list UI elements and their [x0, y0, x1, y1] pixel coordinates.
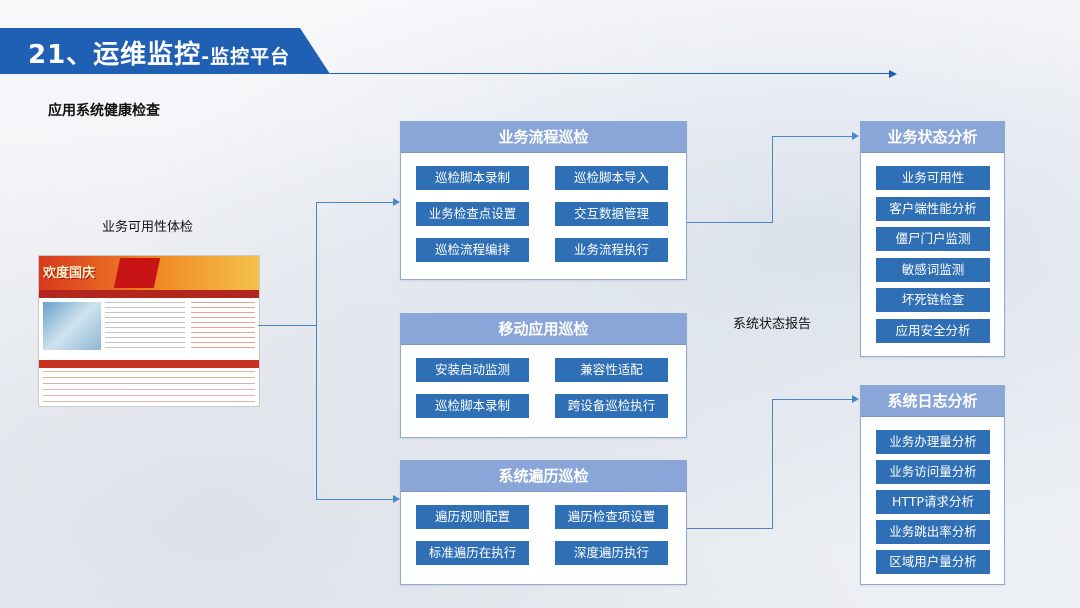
- connector-left-trunk: [316, 202, 317, 499]
- left-label: 业务可用性体检: [102, 220, 194, 235]
- connector-to-log: [772, 399, 852, 400]
- button-checkpoint-setting[interactable]: 业务检查点设置: [416, 202, 529, 226]
- button-zombie-portal[interactable]: 僵尸门户监测: [876, 227, 990, 251]
- arrow-icon: [852, 395, 859, 403]
- thumbnail-list: [43, 371, 255, 403]
- arrow-icon: [393, 495, 400, 503]
- button-visit-volume[interactable]: 业务访问量分析: [876, 460, 990, 484]
- arrow-icon: [393, 198, 400, 206]
- button-deep-traversal[interactable]: 深度遍历执行: [555, 541, 668, 565]
- button-mobile-script-record[interactable]: 巡检脚本录制: [416, 394, 529, 418]
- thumbnail-tabbar: [39, 360, 259, 368]
- connector-to-status: [772, 136, 852, 137]
- title-banner: 21、运维监控-监控平台: [0, 28, 330, 74]
- thumbnail-body: [43, 302, 255, 358]
- button-install-monitor[interactable]: 安装启动监测: [416, 358, 529, 382]
- panel-mobile: 移动应用巡检 安装启动监测 兼容性适配 巡检脚本录制 跨设备巡检执行: [400, 313, 687, 438]
- button-bounce-rate[interactable]: 业务跳出率分析: [876, 520, 990, 544]
- button-availability[interactable]: 业务可用性: [876, 166, 990, 190]
- panel-title: 系统日志分析: [861, 386, 1004, 417]
- button-sensitive-words[interactable]: 敏感词监测: [876, 258, 990, 282]
- flag-icon: [113, 258, 161, 288]
- connector-to-traversal: [316, 499, 393, 500]
- button-data-management[interactable]: 交互数据管理: [555, 202, 668, 226]
- panel-status-analysis: 业务状态分析 业务可用性 客户端性能分析 僵尸门户监测 敏感词监测 坏死链检查 …: [860, 121, 1005, 357]
- connector-traversal-out: [686, 528, 772, 529]
- thumbnail-logo: 欢度国庆: [43, 266, 96, 281]
- panel-title: 业务状态分析: [861, 122, 1004, 153]
- report-label: 系统状态报告: [733, 317, 812, 332]
- arrow-icon: [852, 132, 859, 140]
- button-script-record[interactable]: 巡检脚本录制: [416, 166, 529, 190]
- connector-flow-up: [772, 136, 773, 223]
- title-main: 21、运维监控: [28, 40, 202, 70]
- button-rule-config[interactable]: 遍历规则配置: [416, 505, 529, 529]
- button-app-security[interactable]: 应用安全分析: [876, 319, 990, 343]
- button-http-request[interactable]: HTTP请求分析: [876, 490, 990, 514]
- button-flow-orchestration[interactable]: 巡检流程编排: [416, 238, 529, 262]
- panel-title: 系统遍历巡检: [401, 461, 686, 492]
- thumbnail-header: 欢度国庆: [39, 256, 259, 290]
- button-check-item-setting[interactable]: 遍历检查项设置: [555, 505, 668, 529]
- panel-traversal: 系统遍历巡检 遍历规则配置 遍历检查项设置 标准遍历在执行 深度遍历执行: [400, 460, 687, 585]
- title-underline: [330, 73, 890, 74]
- connector-left-horizontal: [258, 325, 316, 326]
- connector-to-business-flow: [316, 202, 393, 203]
- panel-business-flow: 业务流程巡检 巡检脚本录制 巡检脚本导入 业务检查点设置 交互数据管理 巡检流程…: [400, 121, 687, 280]
- panel-title: 业务流程巡检: [401, 122, 686, 153]
- button-regional-users[interactable]: 区域用户量分析: [876, 550, 990, 574]
- panel-log-analysis: 系统日志分析 业务办理量分析 业务访问量分析 HTTP请求分析 业务跳出率分析 …: [860, 385, 1005, 585]
- thumbnail-news-block: [191, 302, 255, 350]
- thumbnail-nav: [39, 290, 259, 298]
- button-flow-execution[interactable]: 业务流程执行: [555, 238, 668, 262]
- panel-title: 移动应用巡检: [401, 314, 686, 345]
- connector-flow-out: [686, 222, 772, 223]
- button-standard-traversal[interactable]: 标准遍历在执行: [416, 541, 529, 565]
- section-heading: 应用系统健康检查: [48, 103, 160, 119]
- button-handling-volume[interactable]: 业务办理量分析: [876, 430, 990, 454]
- website-screenshot: 欢度国庆: [38, 255, 260, 407]
- button-cross-device[interactable]: 跨设备巡检执行: [555, 394, 668, 418]
- thumbnail-photo: [43, 302, 101, 350]
- connector-traversal-up: [772, 399, 773, 529]
- button-compatibility[interactable]: 兼容性适配: [555, 358, 668, 382]
- thumbnail-text-block: [105, 302, 185, 350]
- button-dead-links[interactable]: 坏死链检查: [876, 288, 990, 312]
- title-sub: -监控平台: [201, 46, 291, 68]
- title-arrow-icon: [889, 70, 897, 78]
- button-script-import[interactable]: 巡检脚本导入: [555, 166, 668, 190]
- button-client-performance[interactable]: 客户端性能分析: [876, 197, 990, 221]
- page-title: 21、运维监控-监控平台: [28, 34, 290, 71]
